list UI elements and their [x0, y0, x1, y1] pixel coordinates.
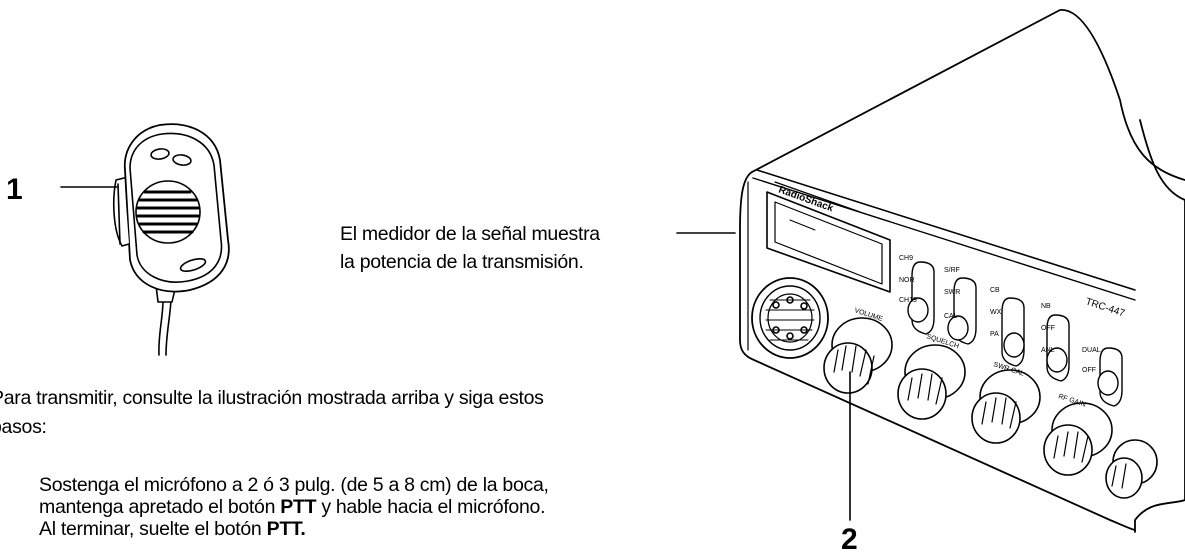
intro-paragraph: Para transmitir, consulte la ilustración… [0, 384, 691, 442]
cb-radio-icon: RadioShack CH9 NOR CH19 S/RF SWR CAL CB … [739, 9, 1185, 533]
step-line-3-start: Al terminar, suelte el botón [39, 518, 267, 540]
switch-label-srf: S/RF [944, 267, 960, 274]
callout-1: 1 [6, 173, 23, 206]
switch-label-off2: OFF [1082, 367, 1096, 374]
step-line-2-start: mantenga apretado el botón [39, 496, 281, 518]
switch-label-nor: NOR [899, 277, 915, 284]
microphone-icon [112, 123, 230, 356]
switch-label-wx: WX [990, 309, 1002, 316]
caption-line-2: la potencia de la transmisión. [340, 251, 584, 273]
switch-label-dual: DUAL [1082, 347, 1101, 354]
switch-label-cal: CAL [944, 313, 958, 320]
meter-caption: El medidor de la señal muestra la potenc… [340, 220, 680, 276]
switch-label-ch9: CH9 [899, 255, 913, 262]
intro-line-1: Para transmitir, consulte la ilustración… [0, 387, 544, 409]
switch-label-nb: NB [1041, 303, 1051, 310]
mic-connector-icon [751, 277, 829, 359]
step-line-2: mantenga apretado el botón PTT y hable h… [39, 496, 679, 518]
callout-2: 2 [841, 523, 858, 556]
ptt-label-end: PTT. [266, 518, 306, 540]
switch-label-swr: SWR [944, 289, 960, 296]
intro-line-2: pasos: [0, 416, 47, 438]
switch-label-cb: CB [990, 287, 1000, 294]
switch-label-off: OFF [1041, 325, 1055, 332]
volume-knob-icon [823, 317, 893, 394]
step-line-2-end: y hable hacia el micrófono. [316, 496, 546, 518]
switch-label-pa: PA [990, 331, 999, 338]
switch-label-ch19: CH19 [899, 297, 917, 304]
model-label: TRC-447 [1084, 296, 1126, 319]
switch-label-anl: ANL [1041, 347, 1055, 354]
step-line-1: Sostenga el micrófono a 2 ó 3 pulg. (de … [39, 474, 549, 496]
caption-line-1: El medidor de la señal muestra [340, 223, 600, 245]
step-line-3: Al terminar, suelte el botón PTT. [39, 518, 679, 540]
ptt-label: PTT [280, 496, 317, 518]
step-paragraph: Sostenga el micrófono a 2 ó 3 pulg. (de … [39, 474, 679, 540]
